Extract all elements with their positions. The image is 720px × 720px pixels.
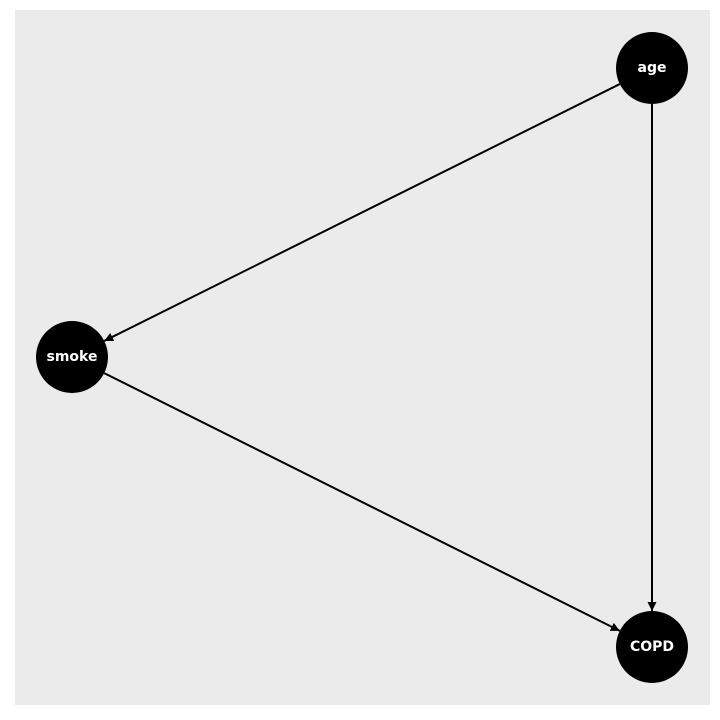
node-copd: COPD: [616, 611, 688, 683]
edge-age-to-smoke: [103, 83, 621, 342]
node-label-age: age: [638, 60, 667, 76]
node-smoke: smoke: [36, 321, 108, 393]
plot-panel: [15, 10, 710, 705]
edges-layer: [103, 83, 657, 632]
node-age: age: [616, 32, 688, 104]
node-circle-smoke: [36, 321, 108, 393]
node-label-smoke: smoke: [47, 349, 98, 365]
node-circle-age: [616, 32, 688, 104]
node-circle-copd: [616, 611, 688, 683]
edge-smoke-to-copd: [103, 372, 621, 632]
node-label-copd: COPD: [630, 639, 674, 655]
